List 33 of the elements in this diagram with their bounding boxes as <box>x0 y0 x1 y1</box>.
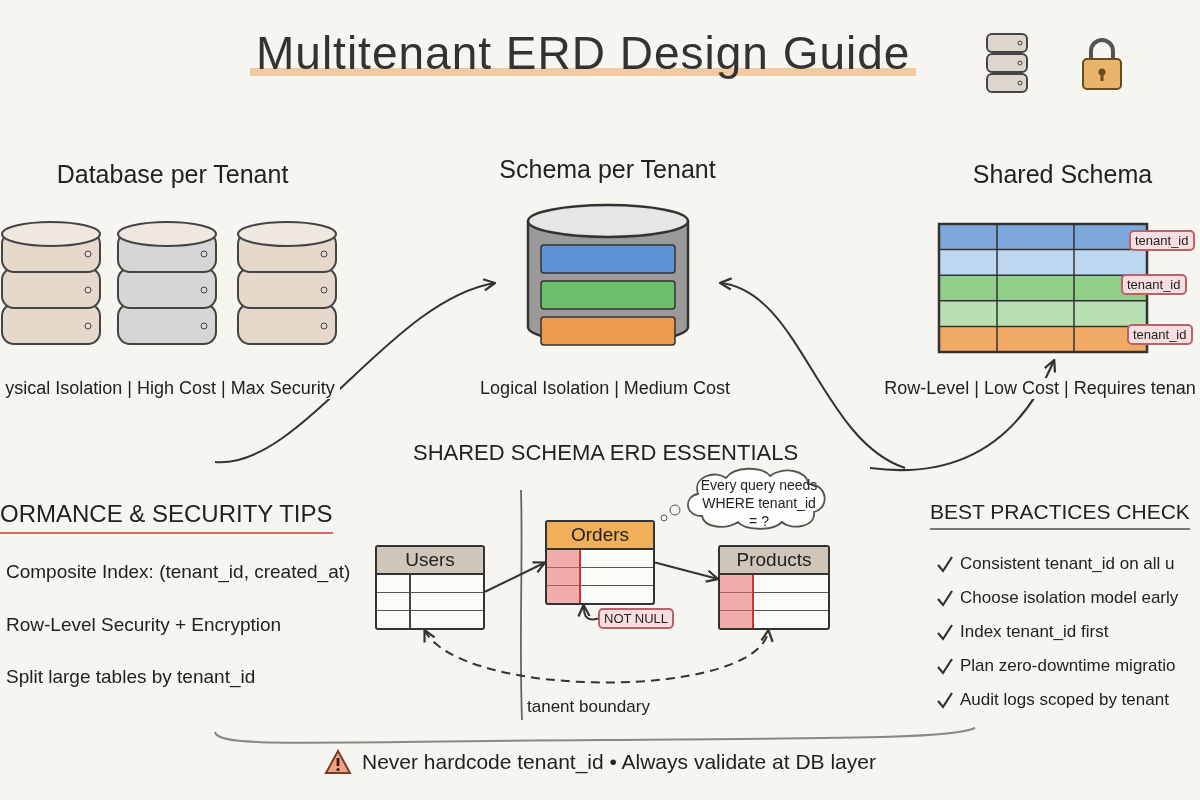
section-heading: BEST PRACTICES CHECK <box>930 500 1190 530</box>
tag-label: tenant_id <box>1121 274 1187 295</box>
entity-table <box>718 545 830 630</box>
section-heading: ORMANCE & SECURITY TIPS <box>0 500 333 534</box>
section-heading: Schema per Tenant <box>498 155 717 184</box>
checklist-item: Consistent tenant_id on all u <box>960 554 1175 574</box>
table-name: Orders <box>547 522 653 550</box>
thought-text: Every query needs WHERE tenant_id = ? <box>700 476 818 530</box>
tip-text: Split large tables by tenant_id <box>6 666 256 688</box>
tag-label: tenant_id <box>1129 230 1195 251</box>
tag-label: tenant_id <box>1127 324 1193 345</box>
section-heading: SHARED SCHEMA ERD ESSENTIALS <box>413 440 799 466</box>
entity-table <box>545 520 655 605</box>
checklist-item: Plan zero-downtime migratio <box>960 656 1176 676</box>
arrow <box>869 358 1056 471</box>
table-name: Users <box>377 547 483 575</box>
tip-text: Composite Index: (tenant_id, created_at) <box>6 561 351 583</box>
section-heading: Shared Schema <box>971 160 1154 189</box>
checklist-item: Choose isolation model early <box>960 588 1179 608</box>
entity-table <box>375 545 485 630</box>
arrow <box>484 561 547 593</box>
arrow <box>718 279 906 469</box>
constraint-tag: NOT NULL <box>598 608 675 629</box>
arrow <box>577 603 599 621</box>
arrow <box>214 279 497 463</box>
warning-text: Never hardcode tenant_id • Always validate at DB layer <box>362 750 876 774</box>
tip-text: tanent boundary <box>527 697 650 717</box>
section-heading: Database per Tenant <box>55 160 290 189</box>
checklist-item: Audit logs scoped by tenant <box>960 690 1169 710</box>
tip-text: Row-Level Security + Encryption <box>6 614 282 636</box>
table-name: Products <box>720 547 828 575</box>
checklist-item: Index tenant_id first <box>960 622 1109 642</box>
arrow <box>654 561 720 583</box>
